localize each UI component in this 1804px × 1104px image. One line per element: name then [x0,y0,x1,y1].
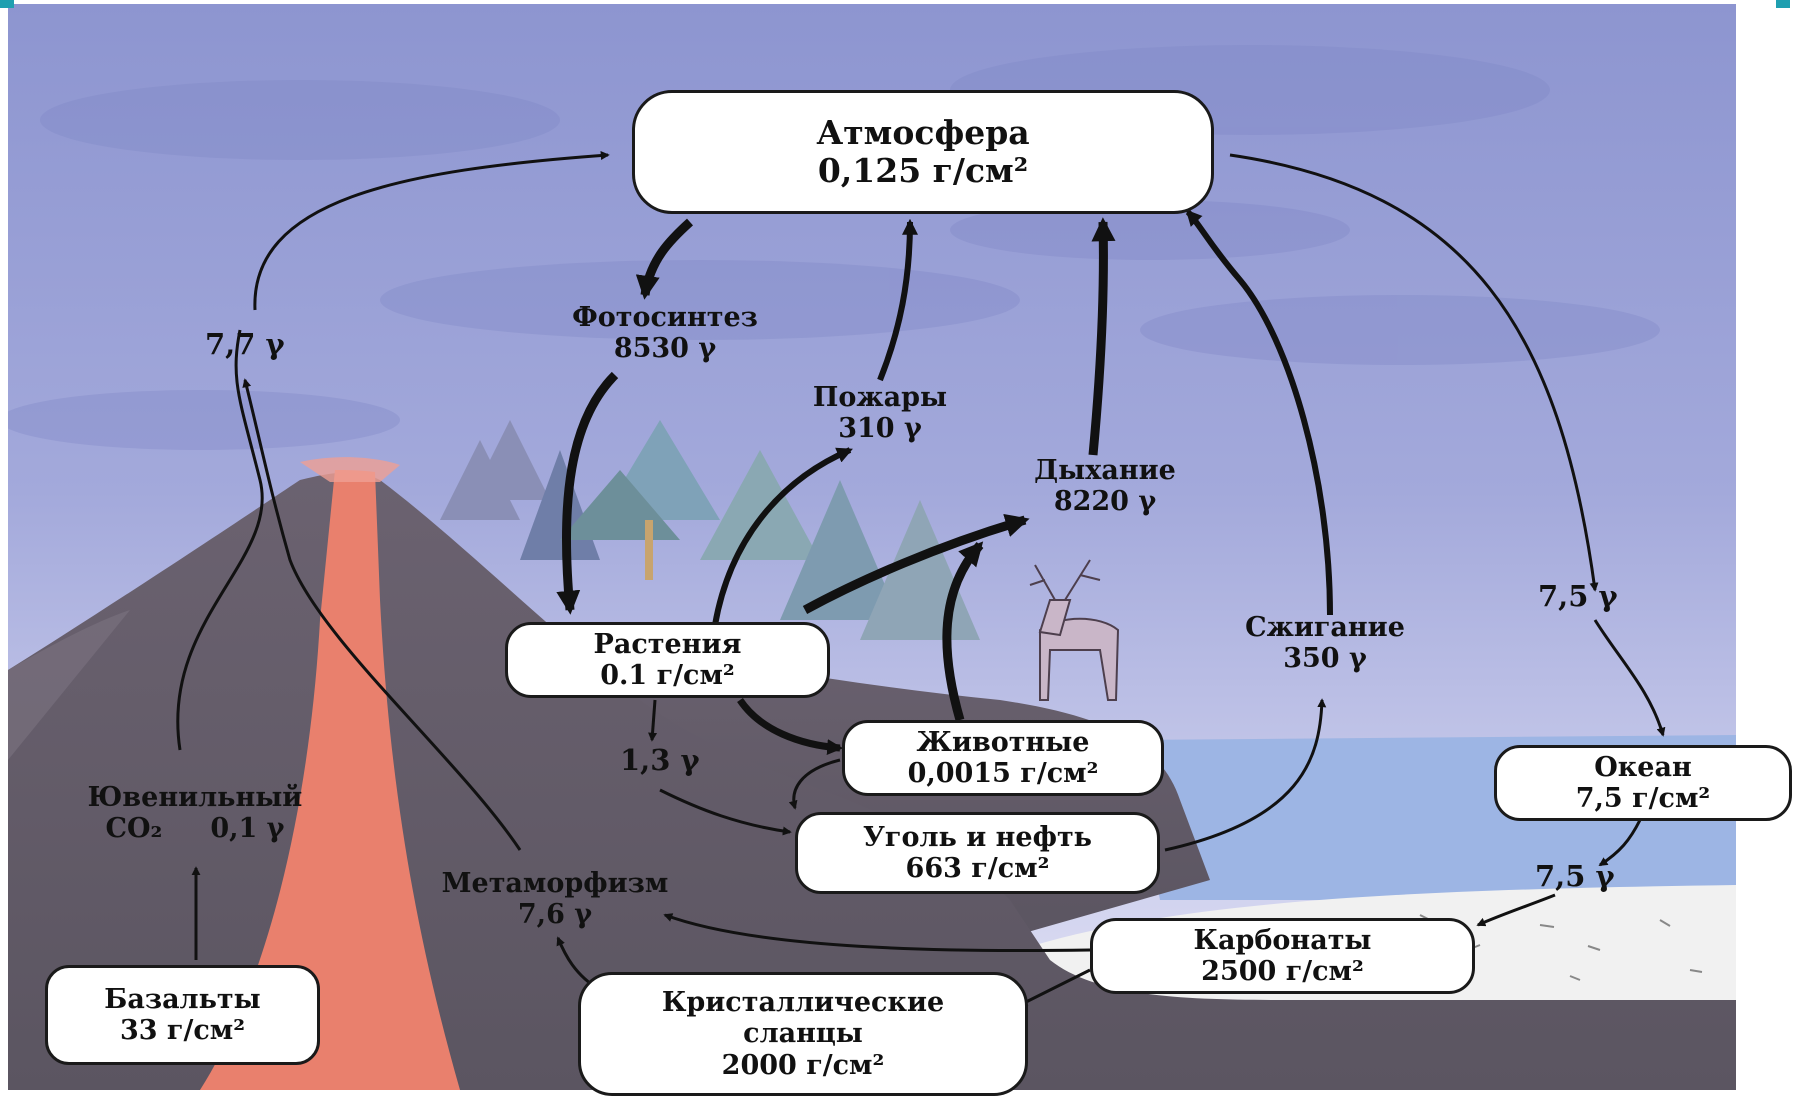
basalts-value: 33 г/см² [120,1015,245,1046]
carbonates-name: Карбонаты [1193,925,1371,956]
coal-oil-name: Уголь и нефть [863,822,1092,853]
respiration-label: Дыхание 8220 γ [990,455,1220,517]
metamorphism-name: Метаморфизм [410,868,700,899]
juvenile-value: 0,1 γ [210,813,284,844]
respiration-name: Дыхание [990,455,1220,486]
atmosphere-box: Атмосфера 0,125 г/см² [632,90,1214,214]
plants-name: Растения [594,629,742,660]
metamorphism-value: 7,6 γ [410,899,700,930]
fires-value: 310 γ [770,413,990,444]
atmosphere-name: Атмосфера [816,114,1029,152]
atmosphere-value: 0,125 г/см² [818,152,1028,190]
animals-name: Животные [917,727,1090,758]
basalts-box: Базальты 33 г/см² [45,965,320,1065]
respiration-value: 8220 γ [990,486,1220,517]
ocean-box: Океан 7,5 г/см² [1494,745,1792,821]
animals-value: 0,0015 г/см² [908,758,1099,789]
burning-label: Сжигание 350 γ [1200,612,1450,674]
carbonates-value: 2500 г/см² [1201,956,1364,987]
schists-value: 2000 г/см² [722,1050,885,1081]
coal-oil-value: 663 г/см² [906,853,1050,884]
plants-value: 0.1 г/см² [600,660,735,691]
fires-label: Пожары 310 γ [770,382,990,444]
juvenile-co2: CO₂ [105,813,162,844]
ocean-value: 7,5 г/см² [1576,783,1711,814]
fires-name: Пожары [770,382,990,413]
photosynthesis-value: 8530 γ [540,333,790,364]
corner-accent-right [1776,0,1790,8]
photosynthesis-name: Фотосинтез [540,302,790,333]
flow-ocean-carbonates-label: 7,5 γ [1535,860,1615,893]
plants-box: Растения 0.1 г/см² [505,622,830,698]
flow-volcanic-label: 7,7 γ [205,328,285,361]
flow-plants-coal-label: 1,3 γ [620,744,700,777]
juvenile-co2-label: Ювенильный CO₂ 0,1 γ [40,782,350,844]
metamorphism-label: Метаморфизм 7,6 γ [410,868,700,930]
coal-oil-box: Уголь и нефть 663 г/см² [795,812,1160,894]
carbonates-box: Карбонаты 2500 г/см² [1090,918,1475,994]
ocean-name: Океан [1594,752,1691,783]
juvenile-name: Ювенильный [40,782,350,813]
photosynthesis-label: Фотосинтез 8530 γ [540,302,790,364]
schists-line2: сланцы [743,1018,863,1049]
corner-accent-left [0,0,14,8]
burning-name: Сжигание [1200,612,1450,643]
basalts-name: Базальты [104,984,260,1015]
flow-atm-ocean-label: 7,5 γ [1538,580,1618,613]
animals-box: Животные 0,0015 г/см² [842,720,1164,796]
schists-line1: Кристаллические [662,987,944,1018]
burning-value: 350 γ [1200,643,1450,674]
schists-box: Кристаллические сланцы 2000 г/см² [578,972,1028,1096]
